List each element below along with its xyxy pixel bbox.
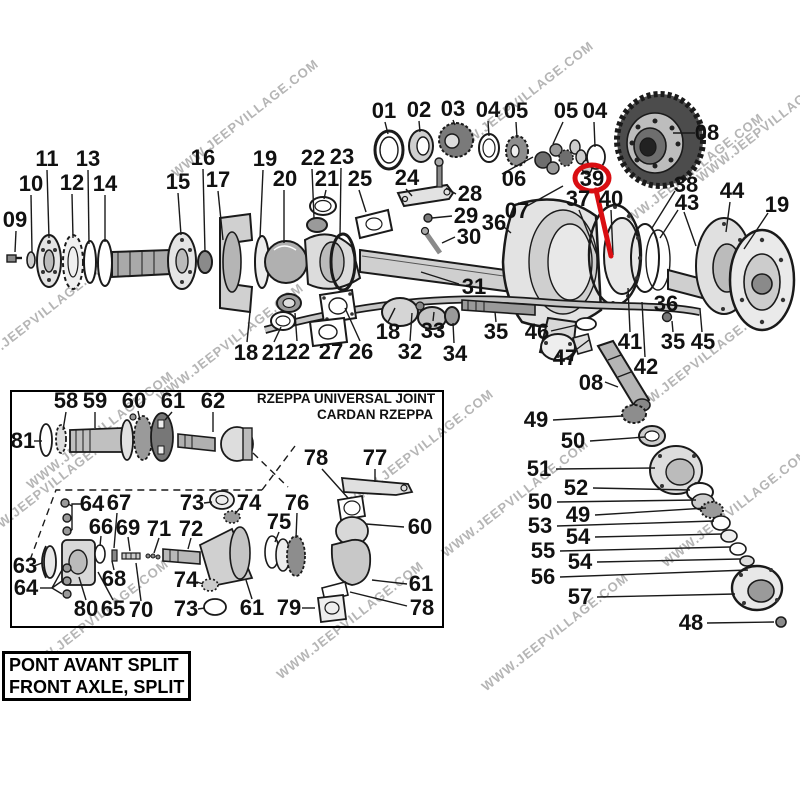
pinion-shaft: [571, 311, 673, 412]
caption-line2: FRONT AXLE, SPLIT: [9, 677, 185, 697]
axle-housing: [359, 198, 707, 362]
left-axle-shaft: [6, 232, 213, 290]
highlight-39: [572, 162, 614, 259]
leader-lines: [14, 119, 775, 624]
inset-title-line1: RZEPPA UNIVERSAL JOINT: [256, 391, 436, 406]
inset-rzeppa-assembly: [39, 412, 254, 462]
top-exploded-row: [373, 122, 606, 175]
caption-box: PONT AVANT SPLIT FRONT AXLE, SPLIT: [2, 651, 192, 701]
caption-line1: PONT AVANT SPLIT: [9, 655, 179, 675]
right-brake-assembly: [695, 217, 796, 332]
inset-spindle-assembly: [41, 490, 306, 616]
inset-knuckle-arm: [316, 477, 414, 624]
tie-rod-and-steering: [263, 288, 701, 348]
inset-title-line2: CARDAN RZEPPA: [316, 407, 433, 422]
ring-gear: [614, 91, 706, 189]
inset-box: [10, 390, 444, 628]
inset-dashed-outline: [29, 445, 296, 561]
left-knuckle-assembly: [219, 157, 518, 314]
right-parts-chain: [621, 404, 787, 628]
